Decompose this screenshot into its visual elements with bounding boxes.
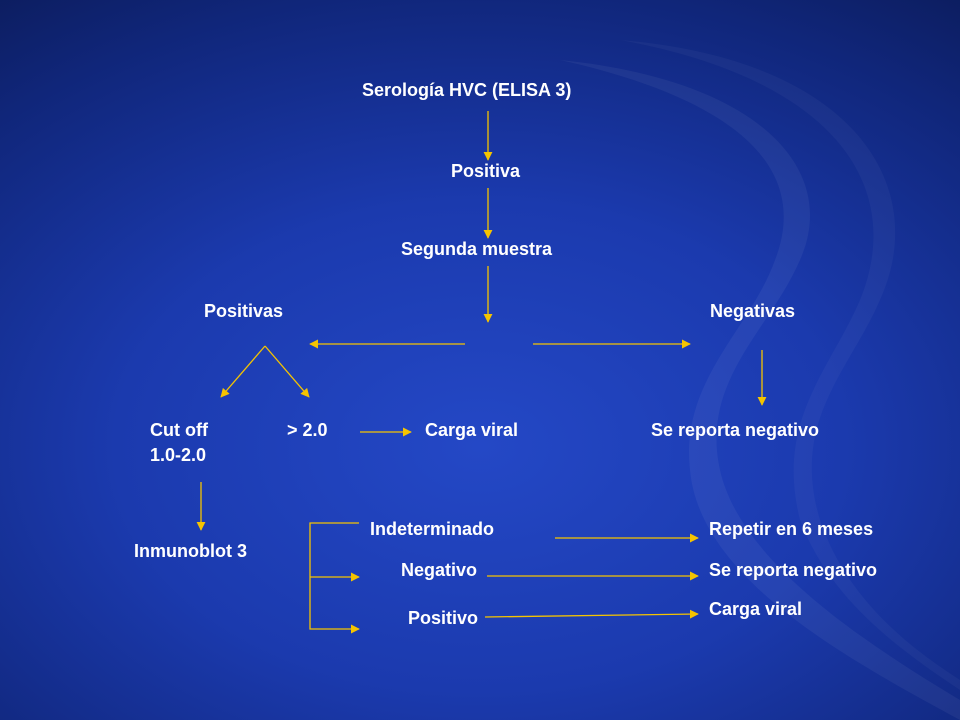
arrow-fork-right xyxy=(264,345,310,398)
node-positivas: Positivas xyxy=(204,301,284,321)
node-carga-viral-2: Carga viral xyxy=(709,599,803,619)
node-mayor-2: > 2.0 xyxy=(287,420,328,440)
arrow-positivo-to-carga xyxy=(484,609,699,619)
node-indeterminado: Indeterminado xyxy=(370,519,495,539)
node-positiva: Positiva xyxy=(451,161,521,181)
node-cut-off: Cut off xyxy=(150,420,208,440)
node-negativas: Negativas xyxy=(710,301,796,321)
node-carga-viral: Carga viral xyxy=(425,420,519,440)
node-cut-off-range: 1.0-2.0 xyxy=(150,445,207,465)
node-inmunoblot: Inmunoblot 3 xyxy=(134,541,247,561)
arrow-fork-left xyxy=(220,345,266,398)
node-segunda-muestra: Segunda muestra xyxy=(401,239,553,259)
node-repetir: Repetir en 6 meses xyxy=(709,519,874,539)
node-negativo: Negativo xyxy=(401,560,478,580)
node-serologia: Serología HVC (ELISA 3) xyxy=(362,80,572,100)
node-positivo: Positivo xyxy=(408,608,479,628)
node-se-reporta-negativo-2: Se reporta negativo xyxy=(709,560,878,580)
node-se-reporta-negativo: Se reporta negativo xyxy=(651,420,820,440)
inmunoblot-bracket xyxy=(309,522,360,634)
